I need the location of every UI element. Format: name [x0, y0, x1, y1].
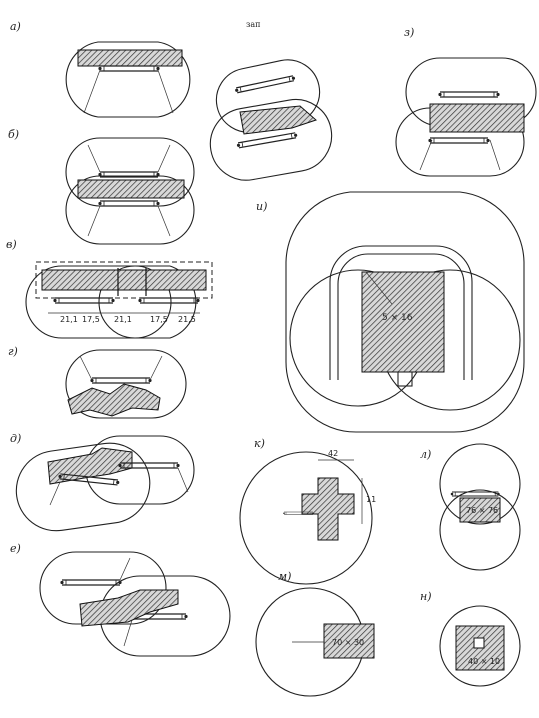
k-top-dim: 42: [328, 449, 338, 458]
panel-k-label: к): [254, 437, 265, 450]
panel-n-label: н): [420, 590, 432, 603]
panel-b-label: б): [8, 128, 19, 141]
panel-n: н) 40 × 10: [420, 590, 521, 687]
panel-e-label: е): [10, 542, 21, 555]
sheet-header: зап: [246, 20, 260, 29]
l-section: 76 × 76: [466, 506, 498, 515]
panel-v: в) 21,1 17,5 21,1 17,5 21,5: [6, 238, 213, 339]
panel-v-label: в): [6, 238, 17, 251]
v-span-3: 21,1: [114, 315, 132, 324]
panel-a-label: а): [10, 20, 21, 33]
v-span-5: 21,5: [178, 315, 196, 324]
v-span-1: 21,1: [60, 315, 78, 324]
panel-l: л) 76 × 76: [420, 443, 521, 571]
panel-i-label: и): [256, 200, 267, 213]
panel-l-label: л): [420, 448, 431, 461]
panel-d-label: д): [10, 432, 21, 445]
v-span-2: 17,5: [82, 315, 100, 324]
panel-m-label: м): [278, 570, 291, 583]
v-span-4: 17,5: [150, 315, 168, 324]
m-section: 70 × 30: [332, 638, 364, 647]
i-section: 5 × 16: [382, 313, 413, 323]
panel-zh: з): [395, 26, 537, 177]
panel-d: д): [10, 432, 195, 532]
panel-zh-label: з): [404, 26, 414, 39]
panel-m: м) 70 × 30: [255, 570, 375, 697]
panel-g-label: г): [8, 345, 18, 358]
panel-a: а): [10, 20, 191, 118]
panel-top-middle: [209, 59, 333, 181]
panel-k: к) 42 11: [239, 437, 376, 585]
panel-e: е): [10, 542, 231, 657]
panel-g: г): [8, 345, 187, 419]
n-section: 40 × 10: [468, 657, 500, 666]
panel-i: и) 5 × 16: [256, 191, 525, 433]
panel-b: б): [8, 128, 195, 245]
k-side-dim: 11: [366, 495, 376, 504]
